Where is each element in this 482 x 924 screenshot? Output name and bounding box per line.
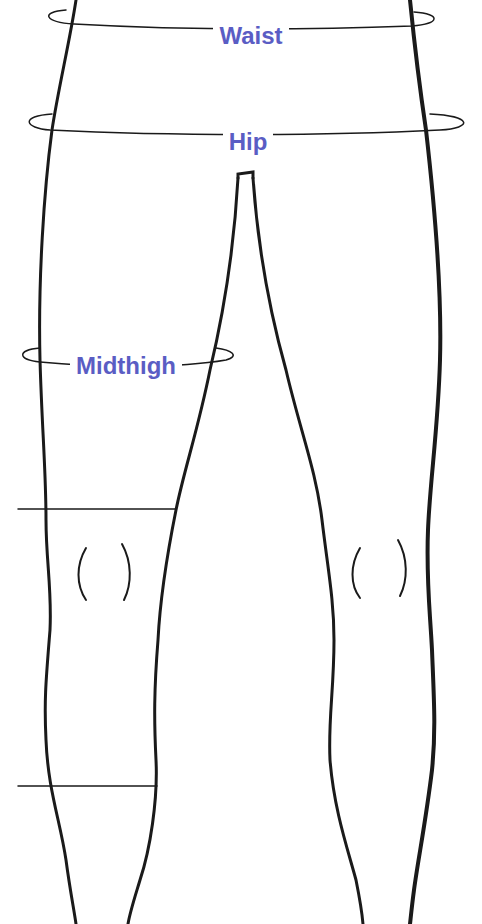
knee-mark xyxy=(353,548,361,598)
knee-mark xyxy=(79,548,87,600)
crotch-notch xyxy=(238,172,253,178)
right-leg-inner xyxy=(253,178,363,924)
measurement-label: Hip xyxy=(223,128,274,156)
reference-line xyxy=(18,508,176,510)
knee-mark xyxy=(122,544,130,600)
measurement-label: Midthigh xyxy=(70,352,182,380)
knee-mark xyxy=(398,540,406,596)
reference-line xyxy=(18,785,157,787)
left-leg-inner xyxy=(128,178,238,924)
right-leg-outline xyxy=(410,0,440,924)
measurement-label: Waist xyxy=(213,22,288,50)
